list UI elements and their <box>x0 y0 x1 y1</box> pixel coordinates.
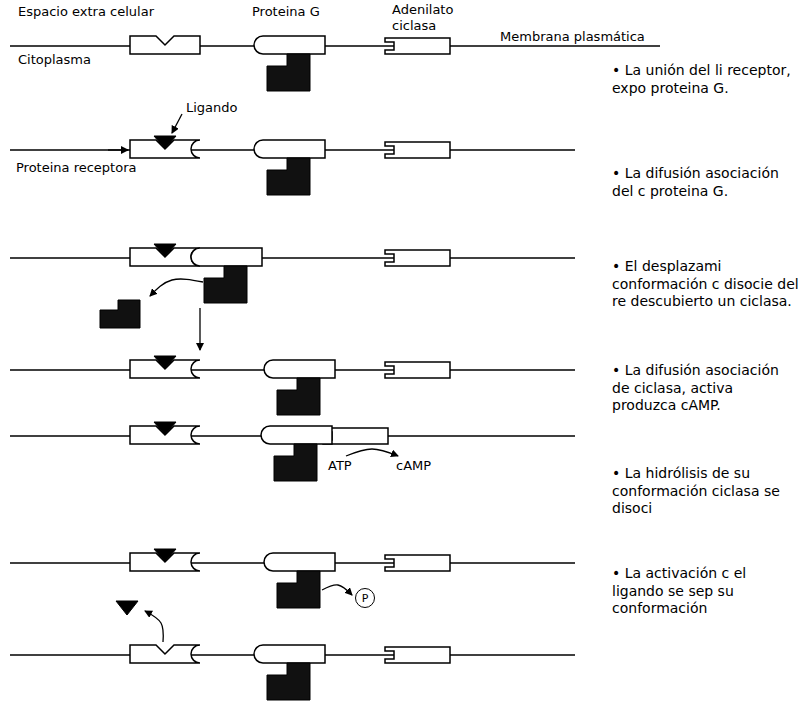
region-label: Espacio extra celular <box>18 4 154 20</box>
step-note: • La difusión asociación de ciclasa, act… <box>612 362 800 415</box>
g-protein-body <box>254 140 325 158</box>
receptor-protein <box>130 36 200 54</box>
leader-arrow <box>108 149 128 150</box>
g-protein-subunit <box>277 378 320 415</box>
g-protein-body <box>261 426 332 444</box>
diffusion-arrow <box>199 308 200 350</box>
membrane-label: Membrana plasmática <box>500 29 645 45</box>
ligand-triangle <box>154 244 176 257</box>
step-note: • La hidrólisis de su conformación cicla… <box>612 465 800 518</box>
g-protein-body <box>264 553 335 571</box>
ligand-triangle <box>154 356 176 369</box>
g-protein-subunit <box>204 266 247 303</box>
ligand-triangle <box>154 422 176 435</box>
ligand-triangle <box>154 136 176 149</box>
receptor-label: Proteina receptora <box>16 160 137 176</box>
phosphate-arrow <box>322 585 352 595</box>
step-note: • La difusión asociación del c proteina … <box>612 165 800 200</box>
substrate-label: ATP <box>328 458 352 474</box>
ligand-label: Ligando <box>186 100 238 116</box>
adenylate-cyclase <box>385 142 450 158</box>
step-note: • La unión del li receptor, expo protein… <box>612 62 800 97</box>
node-text: P <box>362 593 369 604</box>
step-note: • El desplazami conformación c disocie d… <box>612 258 800 311</box>
g-protein-subunit <box>267 663 310 700</box>
reaction-arrow <box>346 449 398 456</box>
g-protein-subunit <box>267 54 310 91</box>
receptor-protein <box>130 645 200 663</box>
membrane-line <box>10 45 660 46</box>
released-subunit <box>100 300 140 328</box>
region-label: Citoplasma <box>18 52 91 68</box>
adenylate-cyclase <box>385 555 450 571</box>
g-protein-body <box>191 248 262 266</box>
ligand-triangle <box>154 549 176 562</box>
protein-label: Adenilato ciclasa <box>392 2 472 35</box>
g-protein-body <box>264 360 335 378</box>
step-note: • La activación c el ligando se sep su c… <box>612 565 800 618</box>
release-arrow <box>150 279 203 296</box>
g-protein-subunit <box>277 571 320 608</box>
adenylate-cyclase <box>385 362 450 378</box>
g-protein-subunit <box>267 158 310 195</box>
ligand-triangle <box>116 601 138 615</box>
adenylate-cyclase <box>385 250 450 266</box>
protein-label: Proteina G <box>252 4 320 20</box>
adenylate-cyclase <box>385 647 450 663</box>
g-protein-body <box>254 645 325 663</box>
g-protein-body <box>254 36 325 54</box>
release-arrow <box>145 611 163 642</box>
g-protein-subunit <box>274 444 317 481</box>
adenylate-cyclase <box>385 38 450 54</box>
leader-arrow <box>172 114 182 133</box>
membrane-line <box>10 257 575 258</box>
product-label: cAMP <box>396 458 431 474</box>
phosphate-circle: P <box>355 588 375 608</box>
